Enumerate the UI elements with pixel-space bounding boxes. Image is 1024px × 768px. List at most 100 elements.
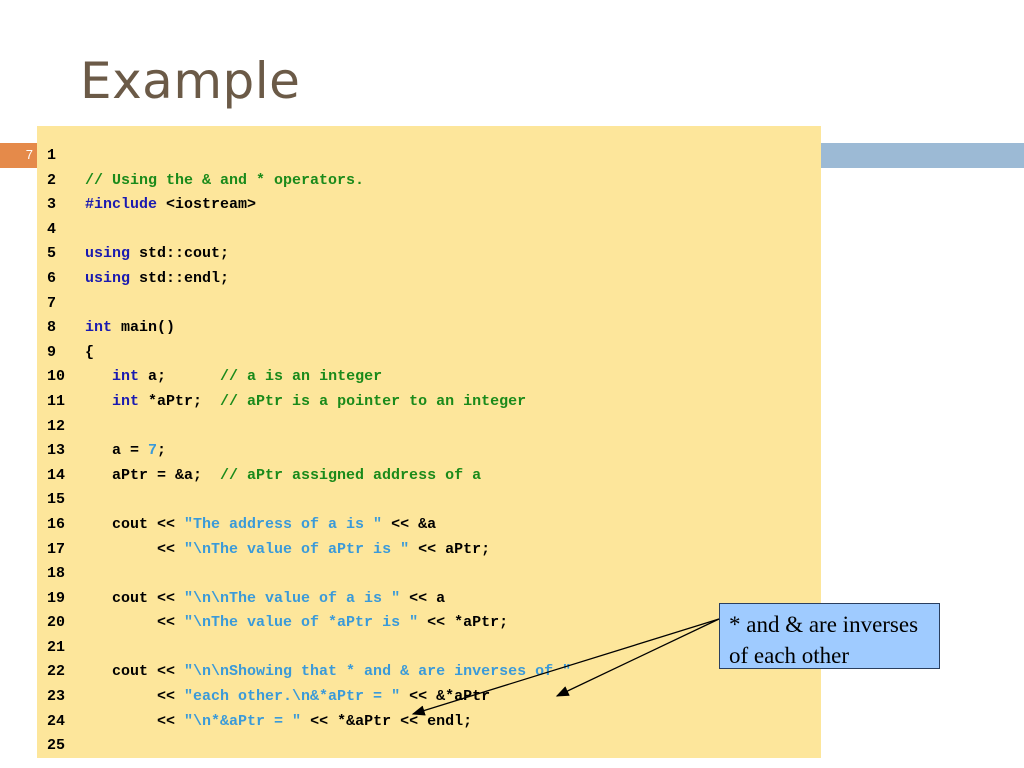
code-token-plain bbox=[85, 393, 112, 410]
code-token-string: "\n*&aPtr = " bbox=[184, 712, 302, 730]
slide-title: Example bbox=[80, 52, 301, 110]
line-number: 13 bbox=[47, 442, 66, 460]
line-number: 24 bbox=[47, 712, 66, 730]
code-token-plain: << bbox=[85, 540, 185, 558]
code-token-plain: << *&aPtr << endl; bbox=[301, 712, 473, 730]
header-rule-bar bbox=[820, 143, 1024, 168]
line-number: 25 bbox=[47, 737, 66, 755]
code-token-plain: *aPtr; bbox=[139, 392, 221, 410]
line-number: 22 bbox=[47, 663, 66, 681]
code-line: 25 bbox=[47, 734, 571, 759]
code-line: 18 bbox=[47, 562, 571, 587]
code-line: 8 int main() bbox=[47, 316, 571, 341]
line-number: 21 bbox=[47, 638, 66, 656]
line-number: 1 bbox=[47, 147, 57, 164]
code-token-plain: << a bbox=[400, 589, 446, 607]
code-line: 7 bbox=[47, 292, 571, 317]
code-token-plain: std::endl; bbox=[130, 269, 230, 287]
line-number: 9 bbox=[47, 343, 57, 361]
code-token-string: "The address of a is " bbox=[184, 515, 383, 533]
code-token-plain: std::cout; bbox=[130, 245, 230, 263]
code-line: 6 using std::endl; bbox=[47, 267, 571, 292]
line-number: 8 bbox=[47, 319, 57, 337]
code-line: 22 cout << "\n\nShowing that * and & are… bbox=[47, 660, 571, 685]
line-number: 10 bbox=[47, 368, 66, 386]
code-line: 17 << "\nThe value of aPtr is " << aPtr; bbox=[47, 538, 571, 563]
code-token-plain: a = bbox=[85, 442, 149, 460]
line-number: 14 bbox=[47, 466, 66, 484]
code-line: 1 bbox=[47, 144, 571, 169]
code-line: 10 int a; // a is an integer bbox=[47, 365, 571, 390]
code-token-plain bbox=[85, 368, 112, 385]
code-token-string: "each other.\n&*aPtr = " bbox=[184, 688, 401, 706]
code-token-plain: << *aPtr; bbox=[418, 614, 509, 632]
line-number: 18 bbox=[47, 565, 66, 583]
code-line: 15 bbox=[47, 488, 571, 513]
code-line: 11 int *aPtr; // aPtr is a pointer to an… bbox=[47, 390, 571, 415]
code-token-plain: { bbox=[85, 343, 95, 361]
line-number: 4 bbox=[47, 220, 57, 238]
line-number: 16 bbox=[47, 515, 66, 533]
code-line: 14 aPtr = &a; // aPtr assigned address o… bbox=[47, 464, 571, 489]
code-token-plain: << bbox=[85, 712, 185, 730]
line-number: 11 bbox=[47, 392, 66, 410]
line-number: 5 bbox=[47, 245, 57, 263]
code-line: 9{ bbox=[47, 341, 571, 366]
code-line: 5 using std::cout; bbox=[47, 242, 571, 267]
code-line: 2 // Using the & and * operators. bbox=[47, 169, 571, 194]
code-token-plain: a; bbox=[139, 368, 221, 386]
line-number: 19 bbox=[47, 589, 66, 607]
code-token-plain: ; bbox=[157, 442, 167, 460]
code-line: 23 << "each other.\n&*aPtr = " << &*aPtr bbox=[47, 685, 571, 710]
code-token-comment: // a is an integer bbox=[220, 368, 383, 386]
code-token-keyword: int bbox=[112, 368, 140, 386]
callout-box bbox=[719, 603, 940, 669]
code-token-plain: cout << bbox=[85, 589, 185, 607]
code-token-keyword: #include bbox=[85, 196, 158, 214]
code-token-plain: main() bbox=[112, 319, 176, 337]
code-token-comment: // Using the & and * operators. bbox=[85, 171, 365, 189]
code-token-keyword: int bbox=[85, 319, 113, 337]
line-number: 15 bbox=[47, 491, 66, 509]
code-token-comment: // aPtr assigned address of a bbox=[220, 466, 482, 484]
code-line: 13 a = 7; bbox=[47, 439, 571, 464]
code-token-number: 7 bbox=[148, 442, 158, 460]
code-line: 20 << "\nThe value of *aPtr is " << *aPt… bbox=[47, 611, 571, 636]
code-token-keyword: int bbox=[112, 392, 140, 410]
code-line: 12 bbox=[47, 415, 571, 440]
callout-text: * and & are inverses of each other bbox=[729, 612, 919, 668]
code-token-plain: cout << bbox=[85, 663, 185, 681]
code-token-keyword: using bbox=[85, 269, 131, 287]
slide-number-badge: 7 bbox=[0, 143, 37, 168]
code-token-plain: << &a bbox=[382, 515, 437, 533]
code-token-string: "\nThe value of *aPtr is " bbox=[184, 614, 419, 632]
line-number: 17 bbox=[47, 540, 66, 558]
code-token-keyword: using bbox=[85, 245, 131, 263]
slide-number: 7 bbox=[25, 147, 33, 162]
line-number: 6 bbox=[47, 269, 57, 287]
code-token-plain: aPtr = &a; bbox=[85, 466, 221, 484]
code-token-string: "\nThe value of aPtr is " bbox=[184, 540, 410, 558]
line-number: 7 bbox=[47, 294, 57, 312]
line-number: 20 bbox=[47, 614, 66, 632]
code-line: 24 << "\n*&aPtr = " << *&aPtr << endl; bbox=[47, 710, 571, 735]
code-token-plain: <iostream> bbox=[157, 196, 257, 214]
code-line: 21 bbox=[47, 636, 571, 661]
line-number: 12 bbox=[47, 417, 66, 435]
code-token-string: "\n\nThe value of a is " bbox=[184, 589, 401, 607]
code-line: 19 cout << "\n\nThe value of a is " << a bbox=[47, 587, 571, 612]
code-token-plain: << bbox=[85, 614, 185, 632]
code-token-string: "\n\nShowing that * and & are inverses o… bbox=[184, 663, 572, 681]
code-token-comment: // aPtr is a pointer to an integer bbox=[220, 392, 527, 410]
code-token-plain: << bbox=[85, 688, 185, 706]
code-token-plain: << aPtr; bbox=[409, 540, 491, 558]
code-line: 4 bbox=[47, 218, 571, 243]
code-line: 3#include <iostream> bbox=[47, 193, 571, 218]
line-number: 2 bbox=[47, 171, 57, 189]
code-token-plain: cout << bbox=[85, 515, 185, 533]
code-token-plain: << &*aPtr bbox=[400, 688, 491, 706]
line-number: 23 bbox=[47, 688, 66, 706]
code-line: 16 cout << "The address of a is " << &a bbox=[47, 513, 571, 538]
